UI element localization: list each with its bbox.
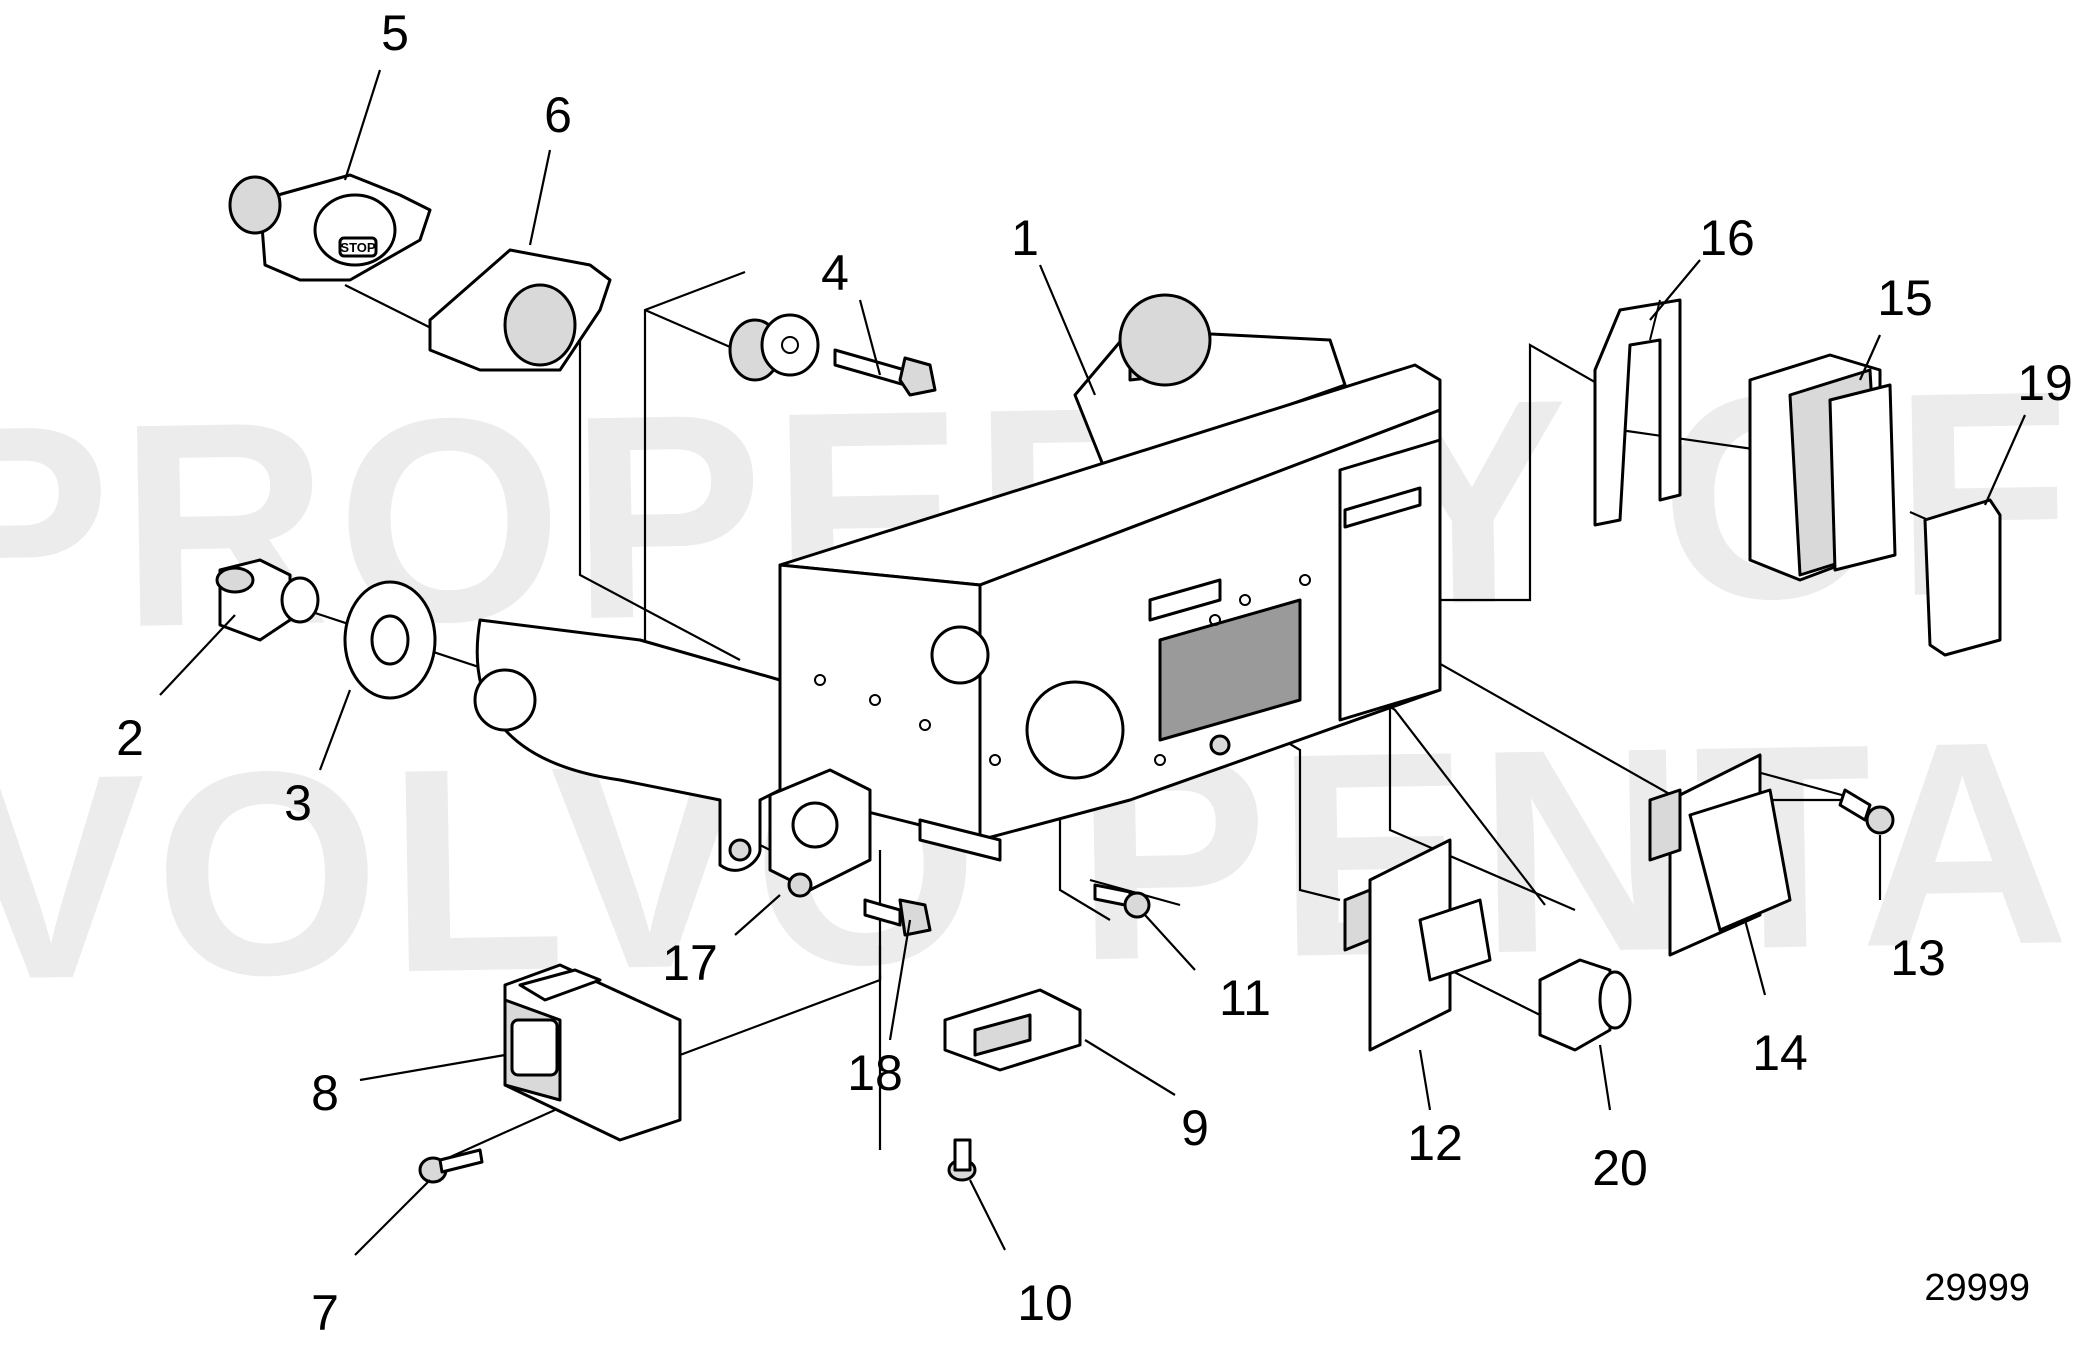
bolt bbox=[833, 348, 937, 397]
screw bbox=[418, 1148, 484, 1184]
grommet bbox=[728, 313, 820, 382]
switch-cover bbox=[428, 248, 612, 372]
callout-14: 14 bbox=[1752, 1025, 1808, 1081]
screw bbox=[1093, 883, 1151, 919]
callout-12: 12 bbox=[1407, 1115, 1463, 1171]
large-connector bbox=[1748, 353, 1897, 582]
clamp bbox=[768, 768, 872, 898]
screw bbox=[1838, 788, 1895, 835]
callout-10: 10 bbox=[1017, 1275, 1073, 1331]
plug bbox=[215, 558, 320, 642]
callout-9: 9 bbox=[1181, 1100, 1209, 1156]
callout-8: 8 bbox=[311, 1065, 339, 1121]
callout-6: 6 bbox=[544, 87, 572, 143]
callout-17: 17 bbox=[662, 935, 718, 991]
callout-5: 5 bbox=[381, 5, 409, 61]
callout-13: 13 bbox=[1890, 930, 1946, 986]
callout-15: 15 bbox=[1877, 270, 1933, 326]
reference-number: 29999 bbox=[1924, 1267, 2030, 1309]
callout-leaders bbox=[159, 69, 2027, 1256]
large-flange-connector bbox=[1648, 753, 1792, 957]
bolt bbox=[863, 898, 932, 937]
stop-label: STOP bbox=[340, 240, 375, 255]
callout-7: 7 bbox=[311, 1285, 339, 1341]
washer bbox=[343, 580, 437, 700]
callout-4: 4 bbox=[821, 245, 849, 301]
u-clip bbox=[1593, 298, 1682, 527]
bracket-assembly bbox=[473, 293, 1442, 872]
callout-11: 11 bbox=[1219, 970, 1271, 1026]
stop-switch: STOP bbox=[228, 173, 432, 282]
cap-connector bbox=[1538, 958, 1632, 1052]
callout-3: 3 bbox=[284, 775, 312, 831]
cap bbox=[1923, 498, 2002, 657]
clip bbox=[943, 988, 1082, 1072]
callout-16: 16 bbox=[1699, 210, 1755, 266]
callout-19: 19 bbox=[2017, 355, 2073, 411]
callouts: 1 2 3 4 5 6 7 8 9 10 11 12 13 14 15 16 1… bbox=[116, 5, 2073, 1341]
callout-20: 20 bbox=[1592, 1140, 1648, 1196]
callout-2: 2 bbox=[116, 710, 144, 766]
connector bbox=[503, 963, 682, 1142]
flange-connector bbox=[1343, 838, 1492, 1052]
callout-1: 1 bbox=[1011, 210, 1039, 266]
callout-18: 18 bbox=[847, 1045, 903, 1101]
screw bbox=[947, 1138, 977, 1182]
